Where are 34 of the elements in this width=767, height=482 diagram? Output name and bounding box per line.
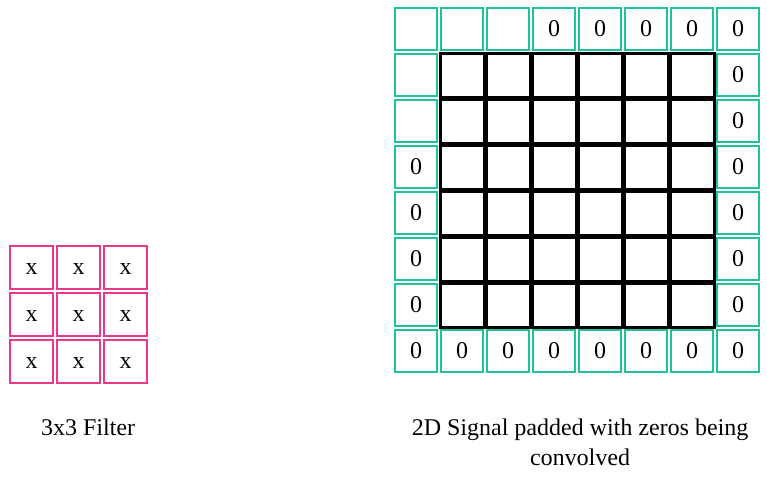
grid-cell: x [103,339,148,384]
caption: 3x3 Filter [40,414,136,443]
grid-cell: 0 [716,99,760,143]
grid-cell: 0 [624,329,668,373]
grid-cell: 0 [716,237,760,281]
grid-cell: 0 [716,191,760,235]
grid-cell: 0 [394,237,438,281]
grid-cell: 0 [394,329,438,373]
grid-cell: 0 [716,7,760,51]
grid-cell: 0 [394,191,438,235]
grid-cell: 0 [532,7,576,51]
grid-cell: x [9,339,54,384]
grid-cell: x [56,339,101,384]
grid-cell: x [56,292,101,337]
grid-cell: 0 [716,283,760,327]
grid-cell: 0 [394,283,438,327]
grid-cell: 0 [670,7,714,51]
grid-cell: x [56,245,101,290]
grid-cell: 0 [394,145,438,189]
grid-cell: 0 [716,53,760,97]
grid-cell: 0 [440,329,484,373]
grid-cell: 0 [578,329,622,373]
grid-cell: 0 [578,7,622,51]
grid-cell: 0 [670,329,714,373]
grid-cell: x [9,292,54,337]
grid-cell: x [103,245,148,290]
grid-cell: 0 [716,329,760,373]
grid-cell: 0 [532,329,576,373]
grid-cell: 0 [624,7,668,51]
grid-cell: 0 [486,329,530,373]
grid-cell: x [9,245,54,290]
grid-cell: x [103,292,148,337]
grid-cell: 0 [716,145,760,189]
caption: 2D Signal padded with zeros being convolved [410,414,750,473]
